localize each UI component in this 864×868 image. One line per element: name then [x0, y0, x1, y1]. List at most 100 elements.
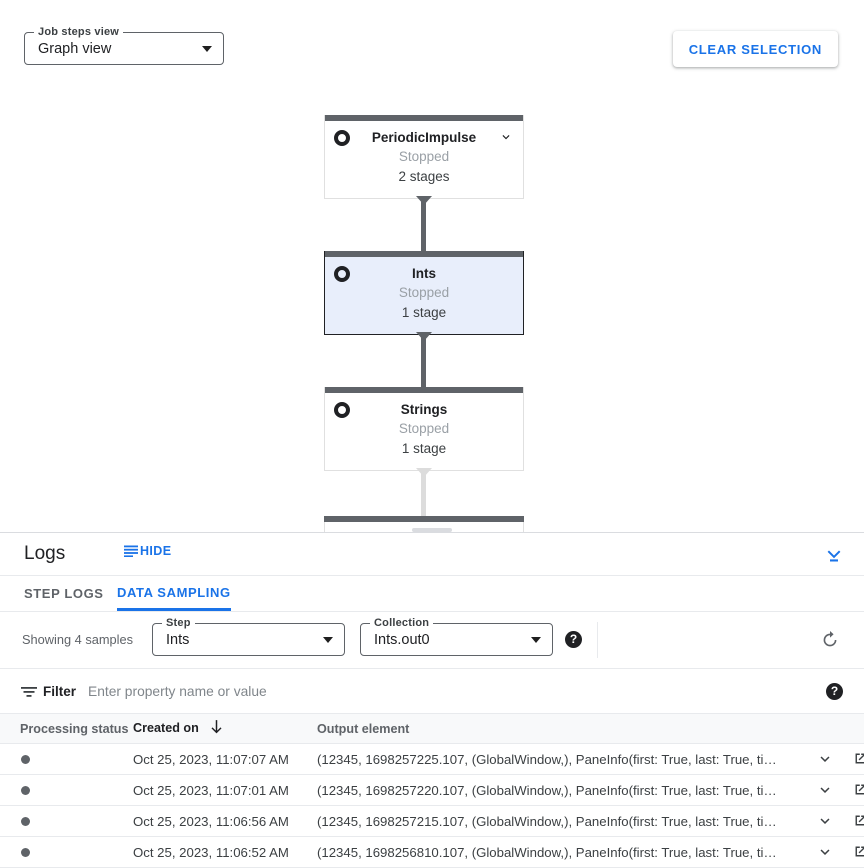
node-body: PeriodicImpulse Stopped 2 stages [325, 121, 523, 198]
node-status-text: Stopped [398, 149, 450, 164]
output-cell-wrap: (12345, 1698257220.107, (GlobalWindow,),… [317, 781, 864, 799]
filter-icon [21, 685, 37, 697]
graph-edge-ints-strings [421, 332, 426, 389]
data-sampling-controls: Showing 4 samples Step Ints Collection I… [0, 612, 864, 669]
divider [597, 622, 598, 658]
chevron-down-icon[interactable] [499, 130, 513, 144]
help-circle-icon[interactable]: ? [826, 683, 843, 700]
column-header-output-element[interactable]: Output element [317, 714, 864, 744]
table-row[interactable]: Oct 25, 2023, 11:07:01 AM (12345, 169825… [0, 774, 864, 806]
step-select-value: Ints [166, 632, 190, 648]
chevron-down-icon[interactable] [816, 843, 834, 861]
collection-select-value: Ints.out0 [374, 632, 430, 648]
showing-samples-text: Showing 4 samples [22, 632, 133, 647]
open-in-new-icon[interactable] [852, 781, 864, 799]
open-in-new-icon[interactable] [852, 750, 864, 768]
list-lines-icon [124, 545, 138, 557]
cell-processing-status [0, 805, 133, 837]
tab-data-sampling[interactable]: DATA SAMPLING [117, 576, 231, 611]
logs-panel: Logs HIDE STEP LOGS DATA SAMPLING Show [0, 528, 864, 868]
cell-processing-status [0, 743, 133, 775]
node-top-bar [325, 115, 523, 121]
tab-step-logs[interactable]: STEP LOGS [24, 586, 104, 601]
job-steps-view-label: Job steps view [34, 26, 124, 38]
table-header-row: Processing status Created on Output elem… [0, 714, 864, 744]
chevron-down-icon[interactable] [816, 750, 834, 768]
samples-table: Processing status Created on Output elem… [0, 714, 864, 868]
cell-created-on: Oct 25, 2023, 11:07:07 AM [133, 743, 317, 775]
output-element-text: (12345, 1698257215.107, (GlobalWindow,),… [317, 813, 793, 829]
cell-created-on: Oct 25, 2023, 11:07:01 AM [133, 774, 317, 806]
cell-processing-status [0, 774, 133, 806]
stop-circle-icon [334, 402, 350, 418]
open-in-new-icon[interactable] [852, 812, 864, 830]
node-top-bar [325, 387, 523, 393]
stop-circle-icon [334, 130, 350, 146]
table-row[interactable]: Oct 25, 2023, 11:07:07 AM (12345, 169825… [0, 743, 864, 775]
refresh-icon[interactable] [820, 630, 840, 650]
hide-logs-button[interactable]: HIDE [124, 544, 171, 558]
node-title: Ints [411, 266, 436, 281]
cell-created-on: Oct 25, 2023, 11:06:52 AM [133, 836, 317, 868]
output-cell-wrap: (12345, 1698257225.107, (GlobalWindow,),… [317, 750, 864, 768]
status-dot-icon [21, 754, 30, 764]
graph-edge-strings-next [421, 468, 426, 516]
clear-selection-button[interactable]: CLEAR SELECTION [672, 31, 838, 67]
panel-resize-handle[interactable] [412, 528, 452, 532]
node-status-text: Stopped [398, 285, 450, 300]
collection-select-label: Collection [370, 617, 434, 629]
graph-edge-arrow [416, 332, 432, 341]
help-circle-icon[interactable]: ? [565, 631, 582, 648]
node-body: Strings Stopped 1 stage [325, 393, 523, 470]
cell-created-on: Oct 25, 2023, 11:06:56 AM [133, 805, 317, 837]
table-row[interactable]: Oct 25, 2023, 11:06:52 AM (12345, 169825… [0, 836, 864, 868]
node-body: Ints Stopped 1 stage [325, 257, 523, 334]
hide-logs-label: HIDE [140, 544, 172, 558]
graph-node-partial[interactable] [324, 516, 524, 532]
node-stages-text: 2 stages [398, 169, 450, 184]
node-top-bar [325, 251, 523, 257]
row-actions [816, 843, 864, 861]
step-select-label: Step [162, 617, 195, 629]
collection-select[interactable]: Collection Ints.out0 [360, 617, 553, 656]
job-steps-view-value: Graph view [38, 41, 112, 57]
chevron-down-icon [531, 637, 541, 643]
output-element-text: (12345, 1698257220.107, (GlobalWindow,),… [317, 782, 793, 798]
chevron-down-icon[interactable] [816, 812, 834, 830]
step-select[interactable]: Step Ints [152, 617, 345, 656]
expand-less-bar-icon[interactable] [822, 542, 846, 566]
graph-toolbar: Job steps view Graph view CLEAR SELECTIO… [0, 0, 864, 86]
filter-input[interactable] [86, 682, 780, 702]
job-steps-view-select[interactable]: Job steps view Graph view [24, 26, 224, 65]
chevron-down-icon [323, 637, 333, 643]
column-header-processing-status[interactable]: Processing status [0, 714, 133, 744]
logs-header: Logs HIDE [0, 533, 864, 576]
logs-tabs: STEP LOGS DATA SAMPLING [0, 576, 864, 612]
status-dot-icon [21, 785, 30, 795]
output-element-text: (12345, 1698256810.107, (GlobalWindow,),… [317, 844, 793, 860]
status-dot-icon [21, 816, 30, 826]
output-cell-wrap: (12345, 1698257215.107, (GlobalWindow,),… [317, 812, 864, 830]
chevron-down-icon[interactable] [816, 781, 834, 799]
row-actions [816, 812, 864, 830]
row-actions [816, 750, 864, 768]
graph-node-periodicimpulse[interactable]: PeriodicImpulse Stopped 2 stages [324, 115, 524, 199]
cell-output-element: (12345, 1698257220.107, (GlobalWindow,),… [317, 774, 864, 806]
node-stages-text: 1 stage [401, 441, 447, 456]
node-body [324, 522, 524, 532]
table-row[interactable]: Oct 25, 2023, 11:06:56 AM (12345, 169825… [0, 805, 864, 837]
row-actions [816, 781, 864, 799]
node-status-text: Stopped [398, 421, 450, 436]
node-title: Strings [400, 402, 448, 417]
graph-edge-periodicimpulse-ints [421, 196, 426, 253]
output-element-text: (12345, 1698257225.107, (GlobalWindow,),… [317, 751, 793, 767]
filter-label: Filter [43, 684, 77, 699]
samples-table-body: Oct 25, 2023, 11:07:07 AM (12345, 169825… [0, 743, 864, 868]
column-header-created-on[interactable]: Created on [133, 714, 317, 744]
graph-node-strings[interactable]: Strings Stopped 1 stage [324, 387, 524, 471]
open-in-new-icon[interactable] [852, 843, 864, 861]
logs-title: Logs [24, 543, 66, 564]
graph-node-ints[interactable]: Ints Stopped 1 stage [324, 251, 524, 335]
cell-output-element: (12345, 1698256810.107, (GlobalWindow,),… [317, 836, 864, 868]
status-dot-icon [21, 847, 30, 857]
